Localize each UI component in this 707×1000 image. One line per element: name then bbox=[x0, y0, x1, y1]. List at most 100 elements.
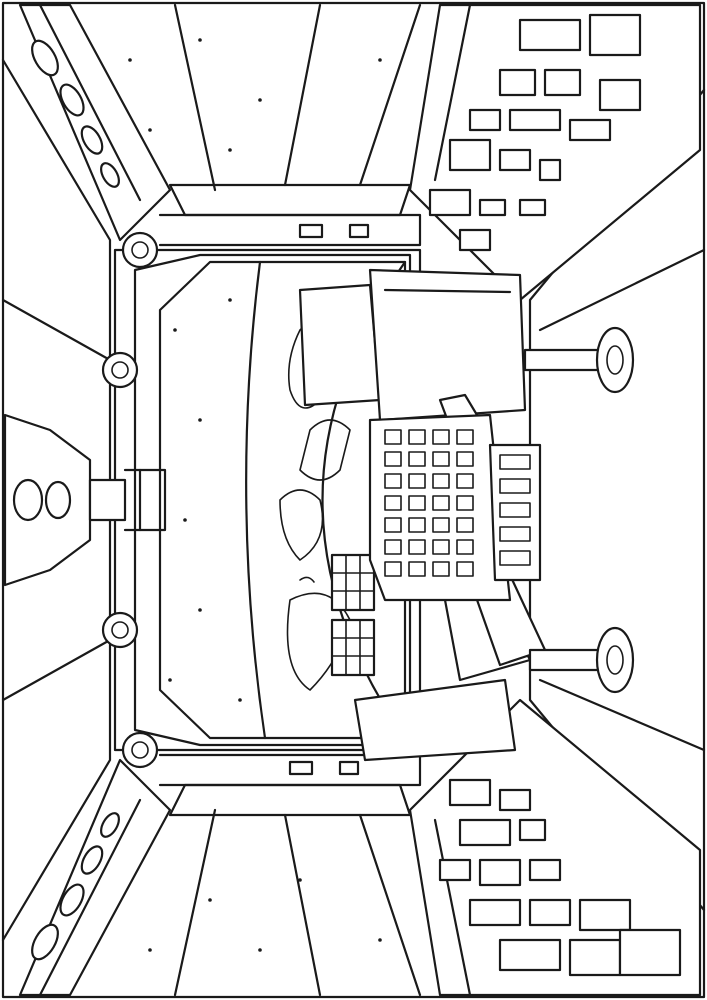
console-button bbox=[432, 473, 450, 489]
top-left-beam bbox=[18, 3, 172, 242]
console-button bbox=[384, 561, 402, 577]
control-button bbox=[478, 198, 507, 217]
mount-ring-inner bbox=[131, 741, 149, 759]
console-button bbox=[432, 517, 450, 533]
control-button bbox=[568, 118, 612, 142]
oval-light bbox=[31, 39, 59, 77]
console-button bbox=[456, 539, 474, 555]
console-button bbox=[432, 561, 450, 577]
control-button bbox=[618, 928, 682, 977]
central-console bbox=[368, 413, 542, 602]
control-button bbox=[543, 68, 582, 97]
console-buttons bbox=[384, 429, 531, 577]
mount-ring bbox=[121, 731, 159, 769]
ceiling-frame bbox=[158, 3, 422, 247]
console-button bbox=[384, 517, 402, 533]
mount-rings bbox=[101, 231, 159, 769]
control-button bbox=[518, 198, 547, 217]
control-button bbox=[568, 938, 622, 977]
console-button bbox=[456, 429, 474, 445]
control-button bbox=[448, 778, 492, 807]
star bbox=[228, 148, 232, 152]
star bbox=[378, 58, 382, 62]
control-buttons-top bbox=[428, 13, 642, 252]
oval-lights-bottom bbox=[31, 812, 120, 961]
control-button bbox=[588, 13, 642, 57]
console-button bbox=[408, 451, 426, 467]
mount-ring bbox=[121, 231, 159, 269]
console-switch bbox=[499, 502, 531, 518]
console-button bbox=[456, 561, 474, 577]
console-button bbox=[456, 473, 474, 489]
oval-lights-top bbox=[31, 39, 120, 188]
floor-frame bbox=[158, 753, 422, 997]
console-button bbox=[384, 451, 402, 467]
console-switch bbox=[499, 454, 531, 470]
console-button bbox=[432, 451, 450, 467]
star bbox=[183, 518, 187, 522]
oval-light bbox=[100, 162, 120, 188]
control-button bbox=[438, 858, 472, 882]
console-switch bbox=[499, 550, 531, 566]
console-button bbox=[432, 539, 450, 555]
control-button bbox=[518, 18, 582, 52]
star bbox=[128, 58, 132, 62]
control-button bbox=[528, 858, 562, 882]
control-button bbox=[518, 818, 547, 842]
control-button bbox=[598, 78, 642, 112]
oval-light bbox=[80, 845, 104, 875]
star bbox=[258, 948, 262, 952]
control-button bbox=[498, 68, 537, 97]
star bbox=[198, 608, 202, 612]
control-button bbox=[498, 148, 532, 172]
control-button bbox=[528, 898, 572, 927]
control-button bbox=[448, 138, 492, 172]
console-button bbox=[408, 429, 426, 445]
console-button bbox=[432, 429, 450, 445]
oval-light bbox=[59, 83, 85, 117]
pilot-seat-lower bbox=[353, 573, 635, 762]
star bbox=[198, 418, 202, 422]
control-button bbox=[498, 938, 562, 972]
control-button bbox=[508, 108, 562, 132]
console-button bbox=[384, 539, 402, 555]
lower-control-wall bbox=[408, 698, 702, 997]
left-strut-hub bbox=[3, 413, 167, 587]
console-button bbox=[408, 561, 426, 577]
oval-light bbox=[31, 923, 59, 961]
control-button bbox=[468, 898, 522, 927]
pilot-seat-upper bbox=[298, 268, 635, 442]
oval-light bbox=[80, 125, 104, 155]
console-button bbox=[456, 495, 474, 511]
console-switch bbox=[499, 478, 531, 494]
oval-light bbox=[100, 812, 120, 838]
console-switch bbox=[499, 526, 531, 542]
console-button bbox=[408, 473, 426, 489]
control-button bbox=[478, 858, 522, 887]
star bbox=[228, 298, 232, 302]
control-button bbox=[428, 188, 472, 217]
star bbox=[298, 878, 302, 882]
mount-ring bbox=[101, 611, 139, 649]
star bbox=[148, 128, 152, 132]
console-button bbox=[384, 495, 402, 511]
mount-ring-inner bbox=[111, 361, 129, 379]
satellite bbox=[330, 553, 376, 677]
console-button bbox=[408, 539, 426, 555]
star bbox=[258, 98, 262, 102]
star bbox=[378, 938, 382, 942]
star bbox=[173, 328, 177, 332]
console-button bbox=[408, 495, 426, 511]
star bbox=[198, 38, 202, 42]
console-button bbox=[384, 429, 402, 445]
star bbox=[238, 698, 242, 702]
mount-ring-inner bbox=[111, 621, 129, 639]
control-button bbox=[468, 108, 502, 132]
console-button bbox=[456, 451, 474, 467]
control-buttons-bottom bbox=[438, 778, 682, 977]
console-button bbox=[456, 517, 474, 533]
control-button bbox=[498, 788, 532, 812]
oval-light bbox=[59, 883, 85, 917]
